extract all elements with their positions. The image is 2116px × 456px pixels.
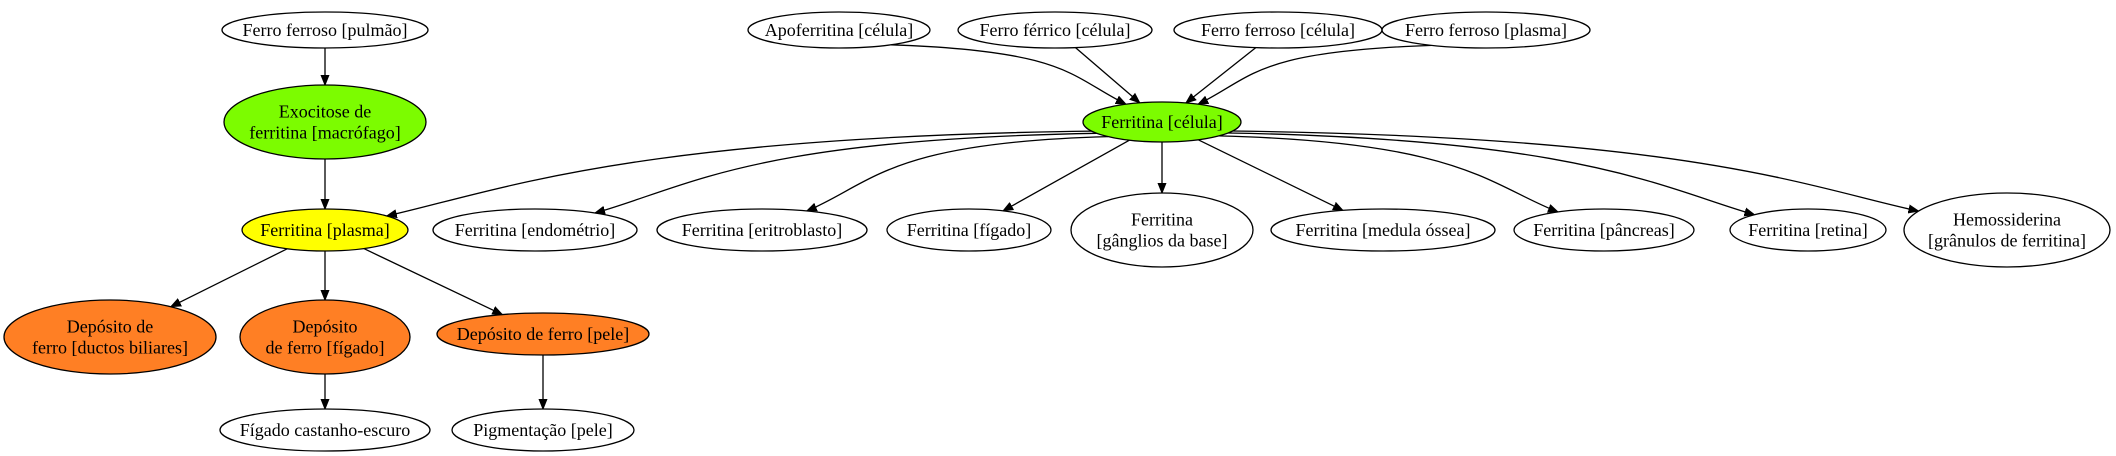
node-apoferritina-celula-shape	[747, 11, 931, 49]
node-figado-castanho-escuro: Fígado castanho-escuro	[219, 408, 431, 452]
node-ferro-ferroso-celula-label-line-1: Ferro ferroso [célula]	[1201, 20, 1355, 40]
edge-n_apof-to-n_cel	[890, 44, 1126, 104]
node-ferritina-endometrio-shape	[432, 208, 638, 252]
node-ferritina-celula: Ferritina [célula]	[1082, 101, 1242, 143]
node-ferro-ferroso-pulmao-shape	[221, 11, 429, 49]
node-ferritina-figado-shape	[886, 208, 1052, 252]
edge-n_cel-to-n_hemo	[1232, 130, 1919, 211]
node-ferritina-celula-shape	[1082, 101, 1242, 143]
node-exocitose-ferritina-macrofago-label-line-2: ferritina [macrófago]	[249, 123, 400, 143]
node-ferritina-ganglios-base: Ferritina[gânglios da base]	[1070, 192, 1254, 268]
node-ferro-ferrico-celula-shape	[957, 11, 1153, 49]
edge-n_cel-to-n_medula	[1198, 139, 1343, 211]
node-ferritina-ganglios-base-label-line-2: [gânglios da base]	[1097, 231, 1228, 251]
node-exocitose-ferritina-macrofago-label-line-1: Exocitose de	[279, 102, 371, 122]
node-ferritina-figado-label-line-1: Ferritina [fígado]	[907, 220, 1031, 240]
node-figado-castanho-escuro-label-line-1: Fígado castanho-escuro	[240, 420, 410, 440]
node-ferritina-ganglios-base-label-line-1: Ferritina	[1131, 210, 1193, 230]
edge-n_ferrico-to-n_cel	[1075, 47, 1140, 103]
node-hemossiderina-granulos-ferritina-label-line-2: [grânulos de ferritina]	[1928, 231, 2086, 251]
node-pigmentacao-pele-label-line-1: Pigmentação [pele]	[473, 420, 612, 440]
edge-n_ferroso_pl-to-n_cel	[1198, 44, 1432, 104]
node-ferro-ferroso-pulmao-label-line-1: Ferro ferroso [pulmão]	[243, 20, 408, 40]
edge-n_cel-to-n_fig	[1003, 139, 1130, 211]
node-ferritina-endometrio: Ferritina [endométrio]	[432, 208, 638, 252]
edge-n_cel-to-n_pancreas	[1218, 135, 1558, 213]
node-ferritina-retina-shape	[1729, 208, 1887, 252]
node-deposito-ferro-figado-shape	[239, 299, 411, 375]
edge-n_cel-to-n_plasma	[387, 130, 1092, 216]
node-ferro-ferroso-plasma-shape	[1381, 11, 1591, 49]
edge-n_cel-to-n_eritro	[807, 135, 1109, 212]
node-hemossiderina-granulos-ferritina-label-line-1: Hemossiderina	[1953, 210, 2061, 230]
node-ferritina-plasma: Ferritina [plasma]	[241, 208, 409, 252]
edges-layer	[171, 44, 1919, 409]
node-pigmentacao-pele: Pigmentação [pele]	[451, 408, 635, 452]
node-ferritina-medula-ossea-label-line-1: Ferritina [medula óssea]	[1296, 220, 1471, 240]
node-ferritina-medula-ossea: Ferritina [medula óssea]	[1270, 208, 1496, 252]
node-ferritina-figado: Ferritina [fígado]	[886, 208, 1052, 252]
node-pigmentacao-pele-shape	[451, 408, 635, 452]
node-deposito-ferro-pele: Depósito de ferro [pele]	[436, 312, 650, 356]
edge-n_cel-to-n_endo	[595, 132, 1097, 213]
node-ferro-ferrico-celula-label-line-1: Ferro férrico [célula]	[980, 20, 1131, 40]
node-ferritina-eritroblasto: Ferritina [eritroblasto]	[656, 208, 868, 252]
edge-n_cel-to-n_retina	[1227, 132, 1755, 215]
node-apoferritina-celula: Apoferritina [célula]	[747, 11, 931, 49]
node-ferritina-eritroblasto-label-line-1: Ferritina [eritroblasto]	[682, 220, 842, 240]
node-ferritina-plasma-label-line-1: Ferritina [plasma]	[260, 220, 389, 240]
node-deposito-ferro-ductos-biliares-label-line-2: ferro [ductos biliares]	[32, 338, 188, 358]
node-ferritina-retina: Ferritina [retina]	[1729, 208, 1887, 252]
node-deposito-ferro-pele-label-line-1: Depósito de ferro [pele]	[457, 324, 629, 344]
node-deposito-ferro-ductos-biliares-label-line-1: Depósito de	[67, 317, 153, 337]
node-ferritina-medula-ossea-shape	[1270, 208, 1496, 252]
node-hemossiderina-granulos-ferritina: Hemossiderina[grânulos de ferritina]	[1903, 192, 2111, 268]
node-hemossiderina-granulos-ferritina-shape	[1903, 192, 2111, 268]
edge-n_ferroso_cel-to-n_cel	[1186, 47, 1257, 103]
node-deposito-ferro-ductos-biliares-shape	[3, 299, 217, 375]
node-ferro-ferroso-pulmao: Ferro ferroso [pulmão]	[221, 11, 429, 49]
node-ferritina-pancreas: Ferritina [pâncreas]	[1513, 208, 1695, 252]
node-deposito-ferro-figado-label-line-1: Depósito	[293, 317, 358, 337]
node-ferritina-retina-label-line-1: Ferritina [retina]	[1748, 220, 1867, 240]
node-apoferritina-celula-label-line-1: Apoferritina [célula]	[765, 20, 913, 40]
node-ferritina-pancreas-label-line-1: Ferritina [pâncreas]	[1533, 220, 1674, 240]
node-deposito-ferro-figado-label-line-2: de ferro [fígado]	[266, 338, 385, 358]
node-exocitose-ferritina-macrofago-shape	[223, 84, 427, 160]
node-ferritina-pancreas-shape	[1513, 208, 1695, 252]
node-ferritina-ganglios-base-shape	[1070, 192, 1254, 268]
edge-n_plasma-to-n_dep_ductos	[171, 248, 288, 307]
node-ferritina-celula-label-line-1: Ferritina [célula]	[1101, 112, 1222, 132]
node-ferro-ferroso-plasma-label-line-1: Ferro ferroso [plasma]	[1405, 20, 1567, 40]
node-ferritina-endometrio-label-line-1: Ferritina [endométrio]	[455, 220, 615, 240]
node-ferro-ferroso-celula: Ferro ferroso [célula]	[1173, 11, 1383, 49]
node-figado-castanho-escuro-shape	[219, 408, 431, 452]
edge-n_plasma-to-n_dep_pele	[363, 248, 502, 316]
node-ferritina-plasma-shape	[241, 208, 409, 252]
node-ferro-ferrico-celula: Ferro férrico [célula]	[957, 11, 1153, 49]
node-deposito-ferro-pele-shape	[436, 312, 650, 356]
node-ferritina-eritroblasto-shape	[656, 208, 868, 252]
nodes-layer: Ferro ferroso [pulmão] Exocitose deferrit…	[3, 11, 2111, 452]
node-ferro-ferroso-plasma: Ferro ferroso [plasma]	[1381, 11, 1591, 49]
